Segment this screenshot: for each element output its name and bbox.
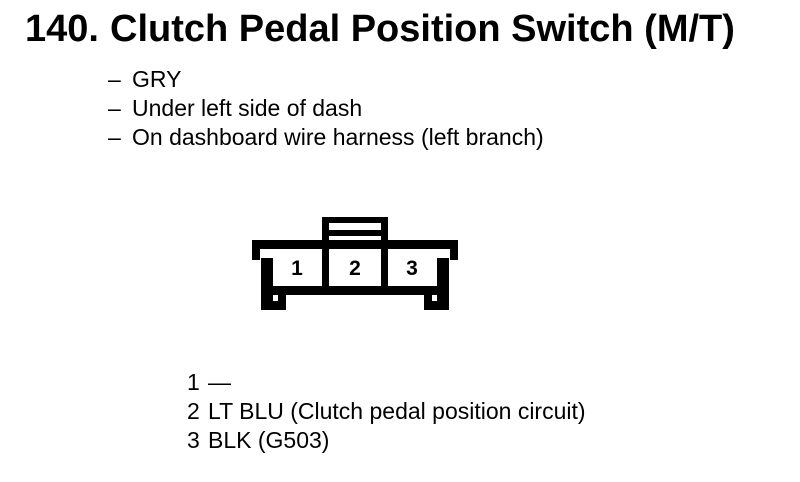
cavity-label-2: 2 xyxy=(349,257,361,280)
connector-foot-left xyxy=(261,301,286,310)
connector-ear-left xyxy=(252,240,260,260)
pin-number: 3 xyxy=(187,427,200,453)
item-number: 140. xyxy=(25,8,99,50)
connector-tab-top xyxy=(322,217,388,223)
connector-wall-left xyxy=(261,258,273,310)
connector-bottom-bar xyxy=(273,286,437,295)
cavity-label-1: 1 xyxy=(291,257,303,280)
pin-wire: — xyxy=(208,369,231,395)
connector-rim xyxy=(252,240,458,249)
dash-bullet: – xyxy=(108,95,121,121)
pinout-row: 1 — xyxy=(187,368,586,397)
page-title: 140. Clutch Pedal Position Switch (M/T) xyxy=(25,9,735,49)
connector-divider-right xyxy=(381,240,388,295)
cavity-label-3: 3 xyxy=(406,257,418,280)
detail-text: Under left side of dash xyxy=(132,95,363,121)
connector-wall-right xyxy=(437,258,449,310)
pin-wire: LT BLU (Clutch pedal position circuit) xyxy=(208,398,586,424)
pinout-row: 2 LT BLU (Clutch pedal position circuit) xyxy=(187,397,586,426)
detail-list: – GRY – Under left side of dash – On das… xyxy=(108,65,544,152)
detail-item-color: – GRY xyxy=(108,65,544,94)
connector-tab-left-wall xyxy=(322,217,329,240)
pinout-legend: 1 — 2 LT BLU (Clutch pedal position circ… xyxy=(187,368,586,455)
pin-number: 2 xyxy=(187,398,200,424)
detail-text: GRY xyxy=(132,66,182,92)
item-title: Clutch Pedal Position Switch (M/T) xyxy=(110,8,735,50)
pinout-row: 3 BLK (G503) xyxy=(187,426,586,455)
connector-divider-left xyxy=(322,240,329,295)
connector-tab-midline xyxy=(322,230,388,236)
dash-bullet: – xyxy=(108,124,121,150)
pin-wire: BLK (G503) xyxy=(208,427,330,453)
pin-number: 1 xyxy=(187,369,200,395)
connector-foot-left-stub xyxy=(278,295,286,302)
dash-bullet: – xyxy=(108,66,121,92)
connector-tab-right-wall xyxy=(381,217,388,240)
detail-text: On dashboard wire harness (left branch) xyxy=(132,124,544,150)
connector-foot-right xyxy=(424,301,449,310)
detail-item-location: – Under left side of dash xyxy=(108,94,544,123)
detail-item-harness: – On dashboard wire harness (left branch… xyxy=(108,123,544,152)
connector-diagram: 1 2 3 xyxy=(252,217,458,310)
connector-ear-right xyxy=(450,240,458,260)
connector-foot-right-stub xyxy=(424,295,432,302)
